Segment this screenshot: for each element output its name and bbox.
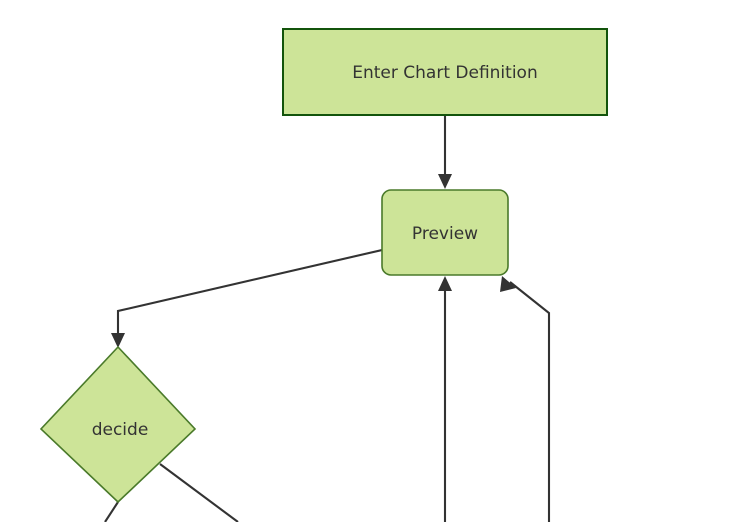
node-preview[interactable]: Preview bbox=[381, 189, 509, 276]
arrow-head-up-preview-bottom-center bbox=[438, 276, 452, 291]
arrow-head-up-preview-bottom-right bbox=[500, 276, 516, 292]
node-decide-shape[interactable] bbox=[39, 345, 197, 504]
arrow-head-down-decide-top bbox=[111, 333, 125, 348]
node-preview-shape[interactable] bbox=[381, 189, 509, 276]
node-enter-chart-definition-shape[interactable] bbox=[282, 28, 608, 116]
edge-bottom-right-to-preview bbox=[509, 281, 551, 522]
edge-decide-bottom-right bbox=[159, 463, 239, 522]
node-enter-chart-definition-label: Enter Chart Definition bbox=[352, 63, 537, 83]
node-decide-label: decide bbox=[92, 420, 149, 440]
node-enter-chart-definition[interactable]: Enter Chart Definition bbox=[282, 28, 608, 116]
arrow-head-down-preview-top bbox=[438, 174, 452, 189]
node-preview-label: Preview bbox=[412, 224, 478, 244]
edge-layer bbox=[104, 115, 551, 522]
node-decide[interactable]: decide bbox=[39, 345, 197, 504]
node-layer: Enter Chart Definition Preview decide bbox=[39, 28, 608, 504]
edge-preview-to-decide bbox=[116, 248, 383, 339]
edge-decide-bottom-left bbox=[104, 501, 119, 522]
